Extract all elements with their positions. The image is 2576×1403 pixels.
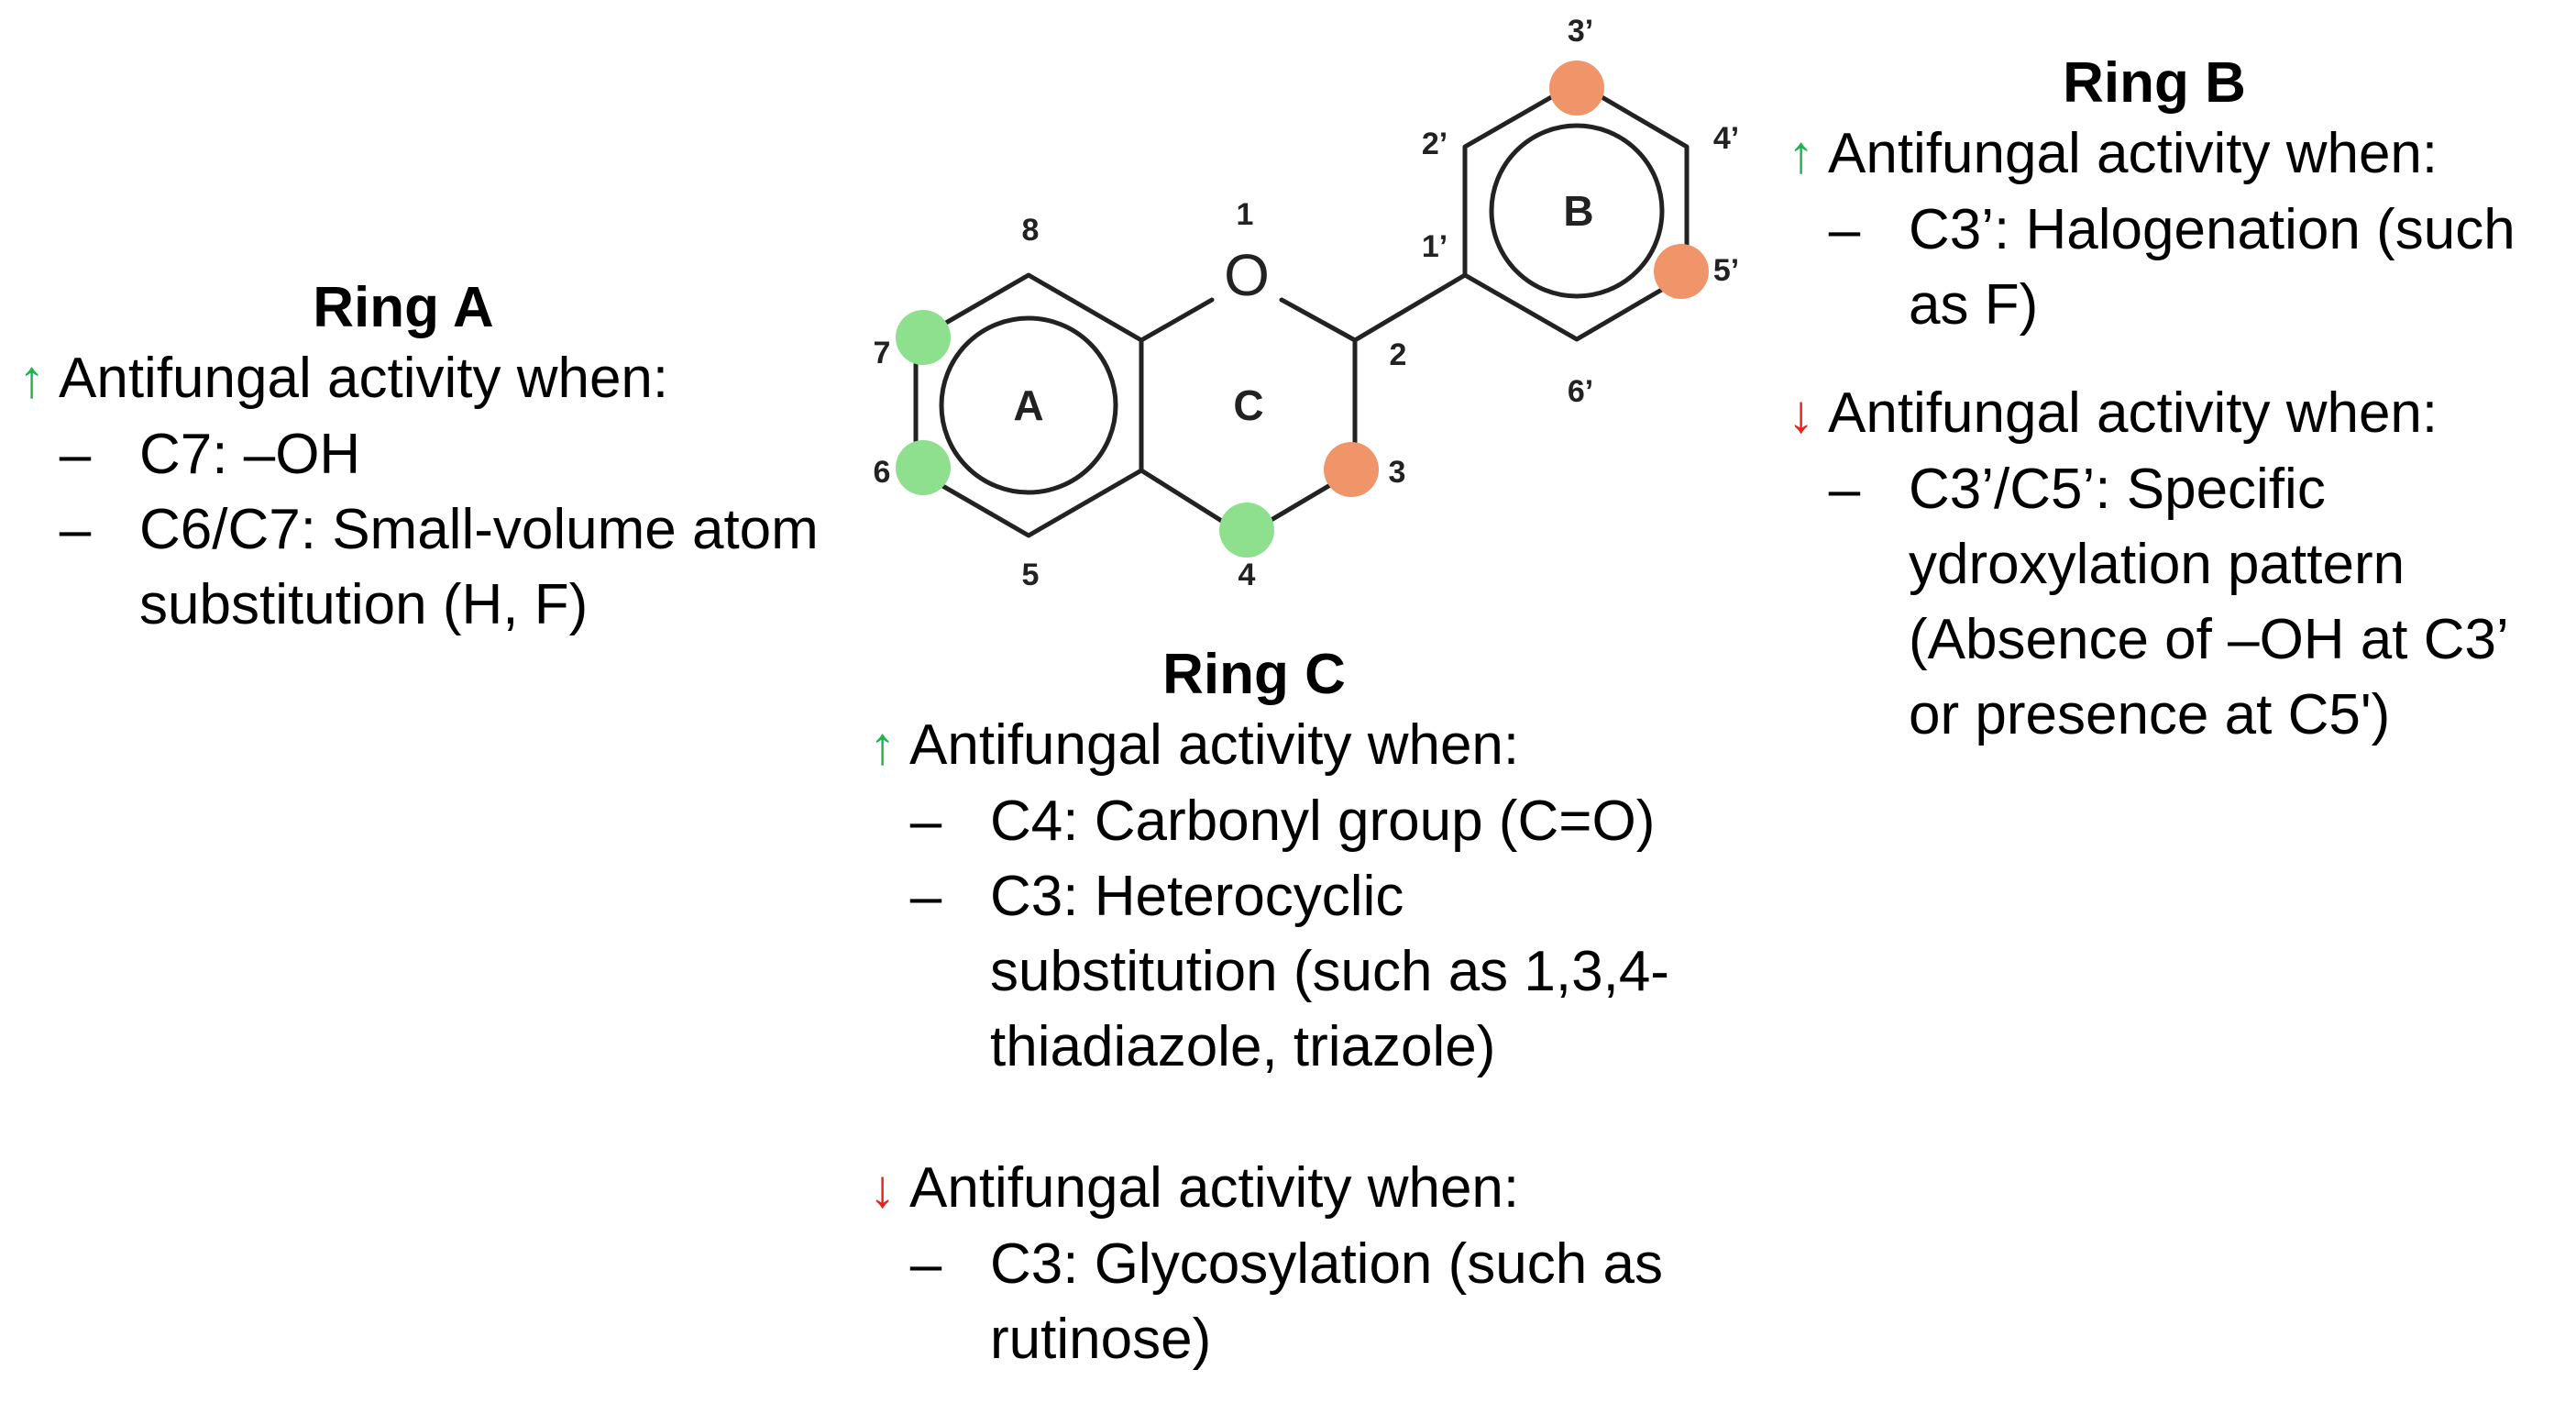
dash-bullet: – xyxy=(909,1232,942,1296)
list-item: –C7: –OH xyxy=(18,417,843,492)
heading-text: Antifungal activity when: xyxy=(1828,381,2438,445)
ring-b-panel: Ring B ↑Antifungal activity when: –C3’: … xyxy=(1788,50,2576,753)
up-arrow-icon: ↑ xyxy=(1788,125,1814,184)
list-item: –C3’/C5’: Specific ydroxylation pattern … xyxy=(1788,452,2558,753)
ring-a-title: Ring A xyxy=(313,276,494,339)
heading-text: Antifungal activity when: xyxy=(59,347,669,410)
item-text: C4: Carbonyl group (C=O) xyxy=(990,790,1656,853)
oxygen-atom: O xyxy=(1224,242,1270,308)
position-label-1-prime: 1’ xyxy=(1422,229,1448,264)
item-text: C3’: Halogenation (such as F) xyxy=(1909,198,2515,337)
heading-text: Antifungal activity when: xyxy=(909,713,1520,777)
site-c5p-highlight xyxy=(1654,244,1709,299)
down-arrow-icon: ↓ xyxy=(869,1159,896,1219)
ring-c-panel: Ring C ↑Antifungal activity when: –C4: C… xyxy=(869,642,1749,1377)
site-c4-favorable xyxy=(1219,503,1274,558)
ring-c-down-group: ↓Antifungal activity when: –C3: Glycosyl… xyxy=(869,1151,1749,1377)
ring-c-bonds xyxy=(1139,272,1468,538)
ring-c-title: Ring C xyxy=(1162,643,1346,706)
ring-b-letter: B xyxy=(1563,187,1593,235)
position-label-7: 7 xyxy=(874,336,891,370)
position-label-4-prime: 4’ xyxy=(1713,121,1739,156)
position-label-6-prime: 6’ xyxy=(1568,374,1593,409)
position-label-6: 6 xyxy=(874,455,891,490)
position-label-3: 3 xyxy=(1389,455,1406,490)
item-text: C3: Glycosylation (such as rutinose) xyxy=(990,1232,1663,1371)
ring-b-down-list: –C3’/C5’: Specific ydroxylation pattern … xyxy=(1788,452,2558,753)
ring-b-up-heading: ↑Antifungal activity when: xyxy=(1788,116,2576,193)
ring-c-down-list: –C3: Glycosylation (such as rutinose) xyxy=(869,1227,1676,1377)
list-item: –C4: Carbonyl group (C=O) xyxy=(869,784,1676,859)
down-arrow-icon: ↓ xyxy=(1788,384,1814,444)
position-label-2: 2 xyxy=(1390,337,1407,372)
position-label-8: 8 xyxy=(1022,213,1040,248)
ring-c-up-heading: ↑Antifungal activity when: xyxy=(869,708,1749,784)
dash-bullet: – xyxy=(1828,198,1861,261)
ring-b-title: Ring B xyxy=(2063,51,2246,115)
item-text: C3’/C5’: Specific ydroxylation pattern (… xyxy=(1909,458,2507,746)
site-c6-favorable xyxy=(896,440,951,495)
dash-bullet: – xyxy=(909,790,942,853)
position-label-5-prime: 5’ xyxy=(1713,253,1739,288)
ring-c-up-list: –C4: Carbonyl group (C=O) –C3: Heterocyc… xyxy=(869,784,1676,1085)
up-arrow-icon: ↑ xyxy=(18,349,45,409)
ring-c-down-heading: ↓Antifungal activity when: xyxy=(869,1151,1749,1227)
ring-b-up-list: –C3’: Halogenation (such as F) xyxy=(1788,193,2558,343)
ring-a-panel: Ring A ↑Antifungal activity when: –C7: –… xyxy=(18,275,843,643)
heading-text: Antifungal activity when: xyxy=(909,1156,1520,1220)
group-spacer xyxy=(1788,343,2576,376)
ring-b-down-group: ↓Antifungal activity when: –C3’/C5’: Spe… xyxy=(1788,376,2576,753)
up-arrow-icon: ↑ xyxy=(869,716,896,776)
ring-c-letter: C xyxy=(1233,381,1263,429)
ring-b-bonds xyxy=(1462,80,1690,342)
item-text: C7: –OH xyxy=(139,423,361,486)
position-label-2-prime: 2’ xyxy=(1422,127,1448,161)
ring-a-up-heading: ↑Antifungal activity when: xyxy=(18,341,843,417)
ring-a-up-group: ↑Antifungal activity when: –C7: –OH –C6/… xyxy=(18,341,843,643)
position-label-1: 1 xyxy=(1237,197,1254,232)
site-c3p-highlight xyxy=(1549,61,1604,116)
ring-a-up-list: –C7: –OH –C6/C7: Small-volume atom subst… xyxy=(18,417,843,643)
position-label-5: 5 xyxy=(1022,558,1040,592)
item-text: C6/C7: Small-volume atom substitution (H… xyxy=(139,498,819,636)
position-label-4: 4 xyxy=(1238,558,1256,592)
dash-bullet: – xyxy=(59,498,92,561)
item-text: C3: Heterocyclic substitution (such as 1… xyxy=(990,865,1669,1078)
ring-b-down-heading: ↓Antifungal activity when: xyxy=(1788,376,2576,452)
list-item: –C3’: Halogenation (such as F) xyxy=(1788,193,2558,343)
dash-bullet: – xyxy=(59,423,92,486)
site-c3-unfavorable xyxy=(1324,442,1379,497)
group-spacer xyxy=(869,1085,1749,1151)
heading-text: Antifungal activity when: xyxy=(1828,122,2438,185)
list-item: –C3: Heterocyclic substitution (such as … xyxy=(869,859,1676,1085)
ring-b-up-group: ↑Antifungal activity when: –C3’: Halogen… xyxy=(1788,116,2576,343)
site-c7-favorable xyxy=(896,310,951,365)
dash-bullet: – xyxy=(1828,458,1861,521)
dash-bullet: – xyxy=(909,865,942,928)
ring-c-up-group: ↑Antifungal activity when: –C4: Carbonyl… xyxy=(869,708,1749,1085)
position-label-3-prime: 3’ xyxy=(1568,14,1593,49)
list-item: –C6/C7: Small-volume atom substitution (… xyxy=(18,492,836,643)
list-item: –C3: Glycosylation (such as rutinose) xyxy=(869,1227,1676,1377)
ring-a-letter: A xyxy=(1013,381,1043,429)
